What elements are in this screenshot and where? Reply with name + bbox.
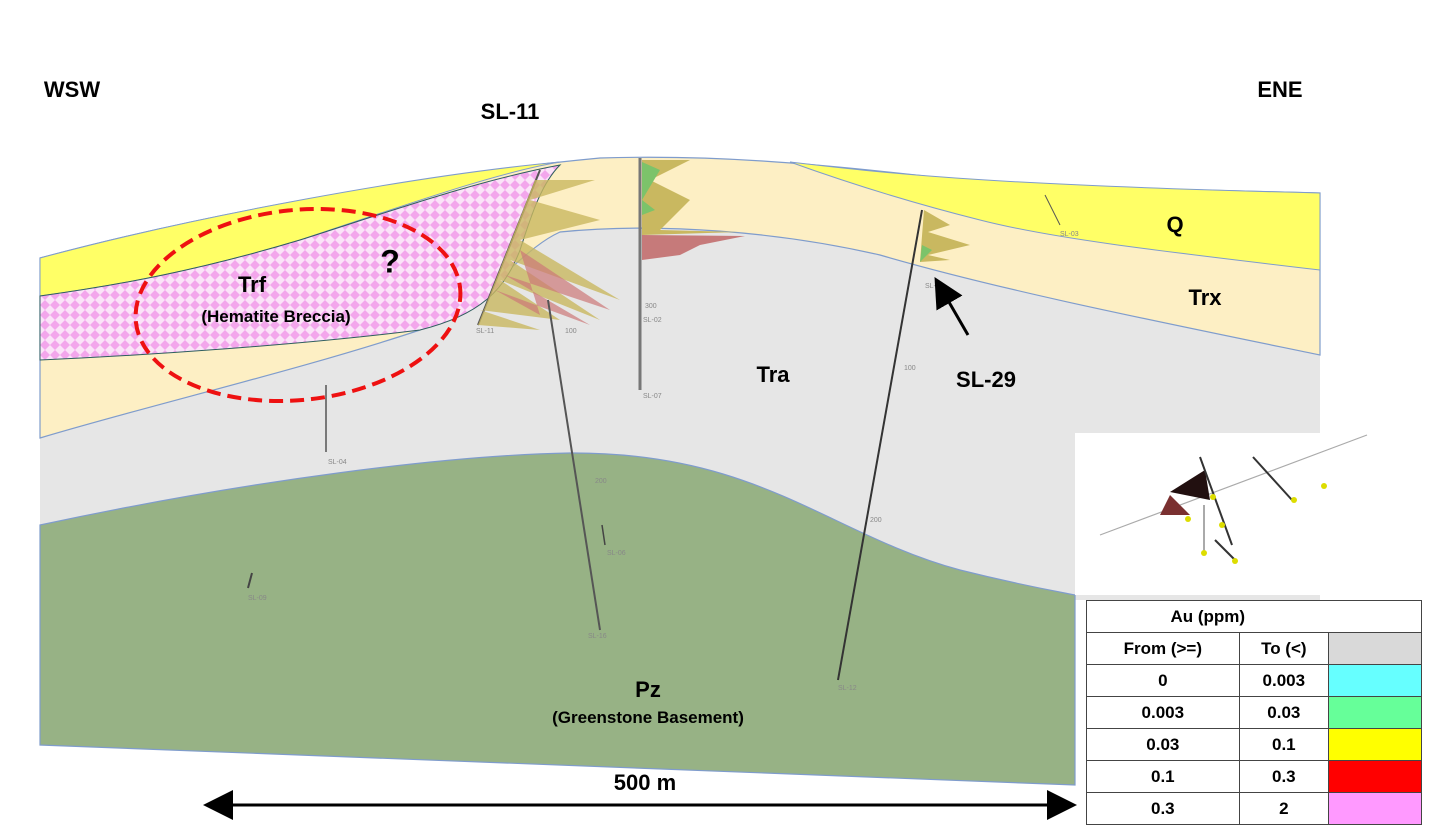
legend-to: 0.1 [1238,728,1330,761]
dh-label-sl11: SL-11 [476,328,494,335]
legend-from: 0.03 [1086,728,1240,761]
unit-pz [39,452,1076,786]
legend-swatch-header [1328,632,1422,665]
label-trx: Trx [1188,285,1222,310]
depth-mark: 100 [565,328,577,335]
drillhole-sl29-assays [837,209,970,681]
label-q: Q [1166,212,1184,237]
drillhole-sl06 [601,524,606,546]
question-mark: ? [380,243,400,280]
label-trf: Trf [237,272,267,297]
legend-from: 0.003 [1086,696,1240,729]
legend-from: 0 [1086,664,1240,697]
unit-trf [39,164,562,361]
drillhole-sl11-assays [477,169,620,631]
dh-label-sl02: SL-02 [643,317,662,324]
legend-to: 0.3 [1238,760,1330,793]
drillhole-sl02-assays [638,158,745,390]
legend-swatch [1328,696,1422,729]
legend-to: 0.03 [1238,696,1330,729]
label-pz: Pz [635,677,661,702]
legend-col-to: To (<) [1238,632,1330,665]
dh-label-sl04: SL-04 [328,459,347,466]
dh-label-sl07: SL-07 [643,393,662,400]
callout-sl29: SL-29 [956,367,1016,392]
drillhole-sl03 [1044,194,1061,226]
scale-bar-label: 500 m [613,770,677,795]
legend-col-from: From (>=) [1086,632,1240,665]
depth-mark: 200 [870,517,882,524]
legend-to: 2 [1238,792,1330,825]
legend-swatch [1328,728,1422,761]
legend-swatch [1328,792,1422,825]
legend-title: Au (ppm) [1086,600,1329,633]
target-zone-ellipse [133,206,463,404]
sl29-arrow [934,277,970,336]
dh-label-sl09: SL-09 [248,595,267,602]
legend-swatch [1328,664,1422,697]
callout-sl11: SL-11 [480,99,540,124]
depth-mark: 200 [595,478,607,485]
drillhole-sl09 [247,572,253,589]
depth-mark: 100 [904,365,916,372]
inset-plan-map [1075,433,1370,595]
legend-from: 0.3 [1086,792,1240,825]
dh-label-sl16: SL-16 [588,633,607,640]
legend-from: 0.1 [1086,760,1240,793]
legend-to: 0.003 [1238,664,1330,697]
label-pz-name: (Greenstone Basement) [552,708,744,727]
dh-label-sl29: SL-29 [925,283,944,290]
dh-label-sl03: SL-03 [1060,231,1079,238]
label-trf-name: (Hematite Breccia) [201,307,351,326]
label-tra: Tra [756,362,790,387]
depth-mark: 300 [645,303,657,310]
legend-swatch [1328,760,1422,793]
direction-wsw: WSW [43,77,101,102]
direction-ene: ENE [1257,77,1303,102]
dh-label-sl06: SL-06 [607,550,626,557]
dh-label-sl12: SL-12 [838,685,857,692]
